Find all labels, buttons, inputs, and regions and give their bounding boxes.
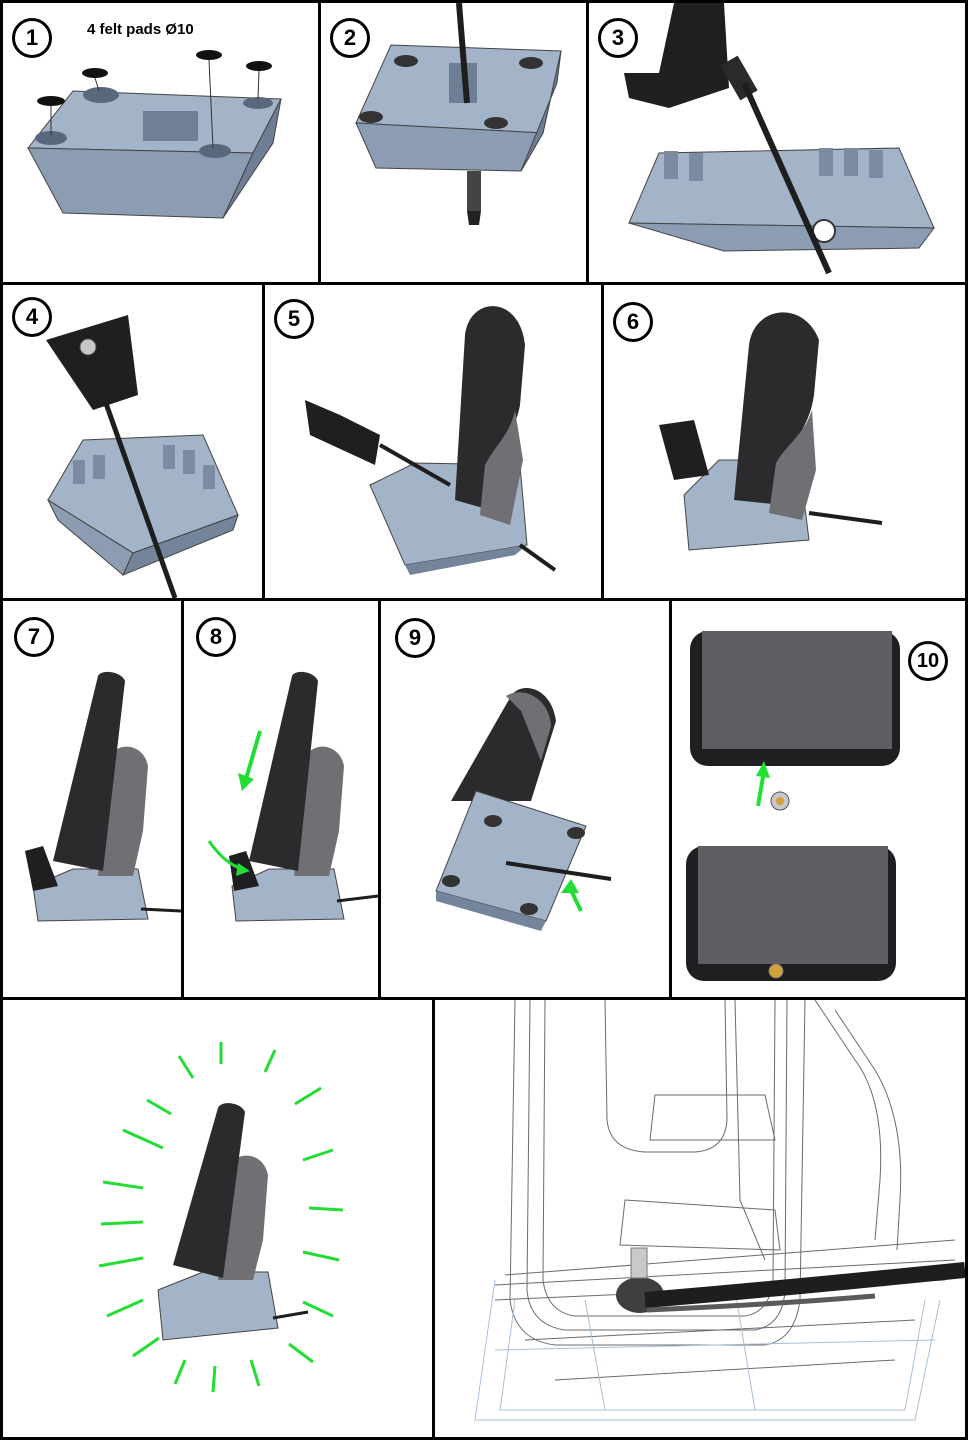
- step-number-badge: 2: [330, 18, 370, 58]
- panel-step-9: 9: [381, 601, 669, 997]
- wireframe-dock-cross-section-illustration: [474, 1000, 965, 1421]
- clip-pushed-into-base-illustration: [659, 312, 883, 551]
- panel-step-3: 3: [589, 3, 965, 282]
- panel-step-7: 7: [3, 601, 181, 997]
- base-with-cable-threaded-illustration: [355, 3, 562, 225]
- panel-step-6: 6: [604, 285, 965, 598]
- panel-step-4: 4: [3, 285, 262, 598]
- finished-dock-with-glow-lines-illustration: [98, 1042, 344, 1393]
- cable-routing-underside-illustration: [435, 688, 612, 931]
- connector-insertion-into-clip-illustration: [624, 3, 935, 275]
- panel-finished-dock: [3, 1000, 432, 1437]
- step-number-badge: 9: [395, 618, 435, 658]
- cable-through-base-illustration: [46, 315, 239, 598]
- felt-pads-note: 4 felt pads Ø10: [87, 21, 194, 38]
- step-number-badge: 4: [12, 297, 52, 337]
- base-bottom-with-felt-pads-illustration: [26, 50, 282, 219]
- panel-wireframe-cross-section: [435, 1000, 965, 1437]
- panel-step-1: 1 4 felt pads Ø10: [3, 3, 318, 282]
- phone-placed-in-dock-illustration: [25, 671, 181, 922]
- step-number-badge: 7: [14, 617, 54, 657]
- step-number-badge: 8: [196, 617, 236, 657]
- magnetic-connector-insertion-illustration: [686, 631, 900, 981]
- step-number-badge: 6: [613, 302, 653, 342]
- step-number-badge: 10: [908, 641, 948, 681]
- step-number-badge: 3: [598, 18, 638, 58]
- step-number-badge: 5: [274, 299, 314, 339]
- panel-step-8: 8: [184, 601, 378, 997]
- phone-seated-with-arrows-illustration: [207, 671, 378, 922]
- panel-step-10: 10: [672, 601, 965, 997]
- holder-mount-on-base-illustration: [305, 306, 557, 575]
- panel-step-5: 5: [265, 285, 601, 598]
- step-number-badge: 1: [12, 18, 52, 58]
- panel-step-2: 2: [321, 3, 586, 282]
